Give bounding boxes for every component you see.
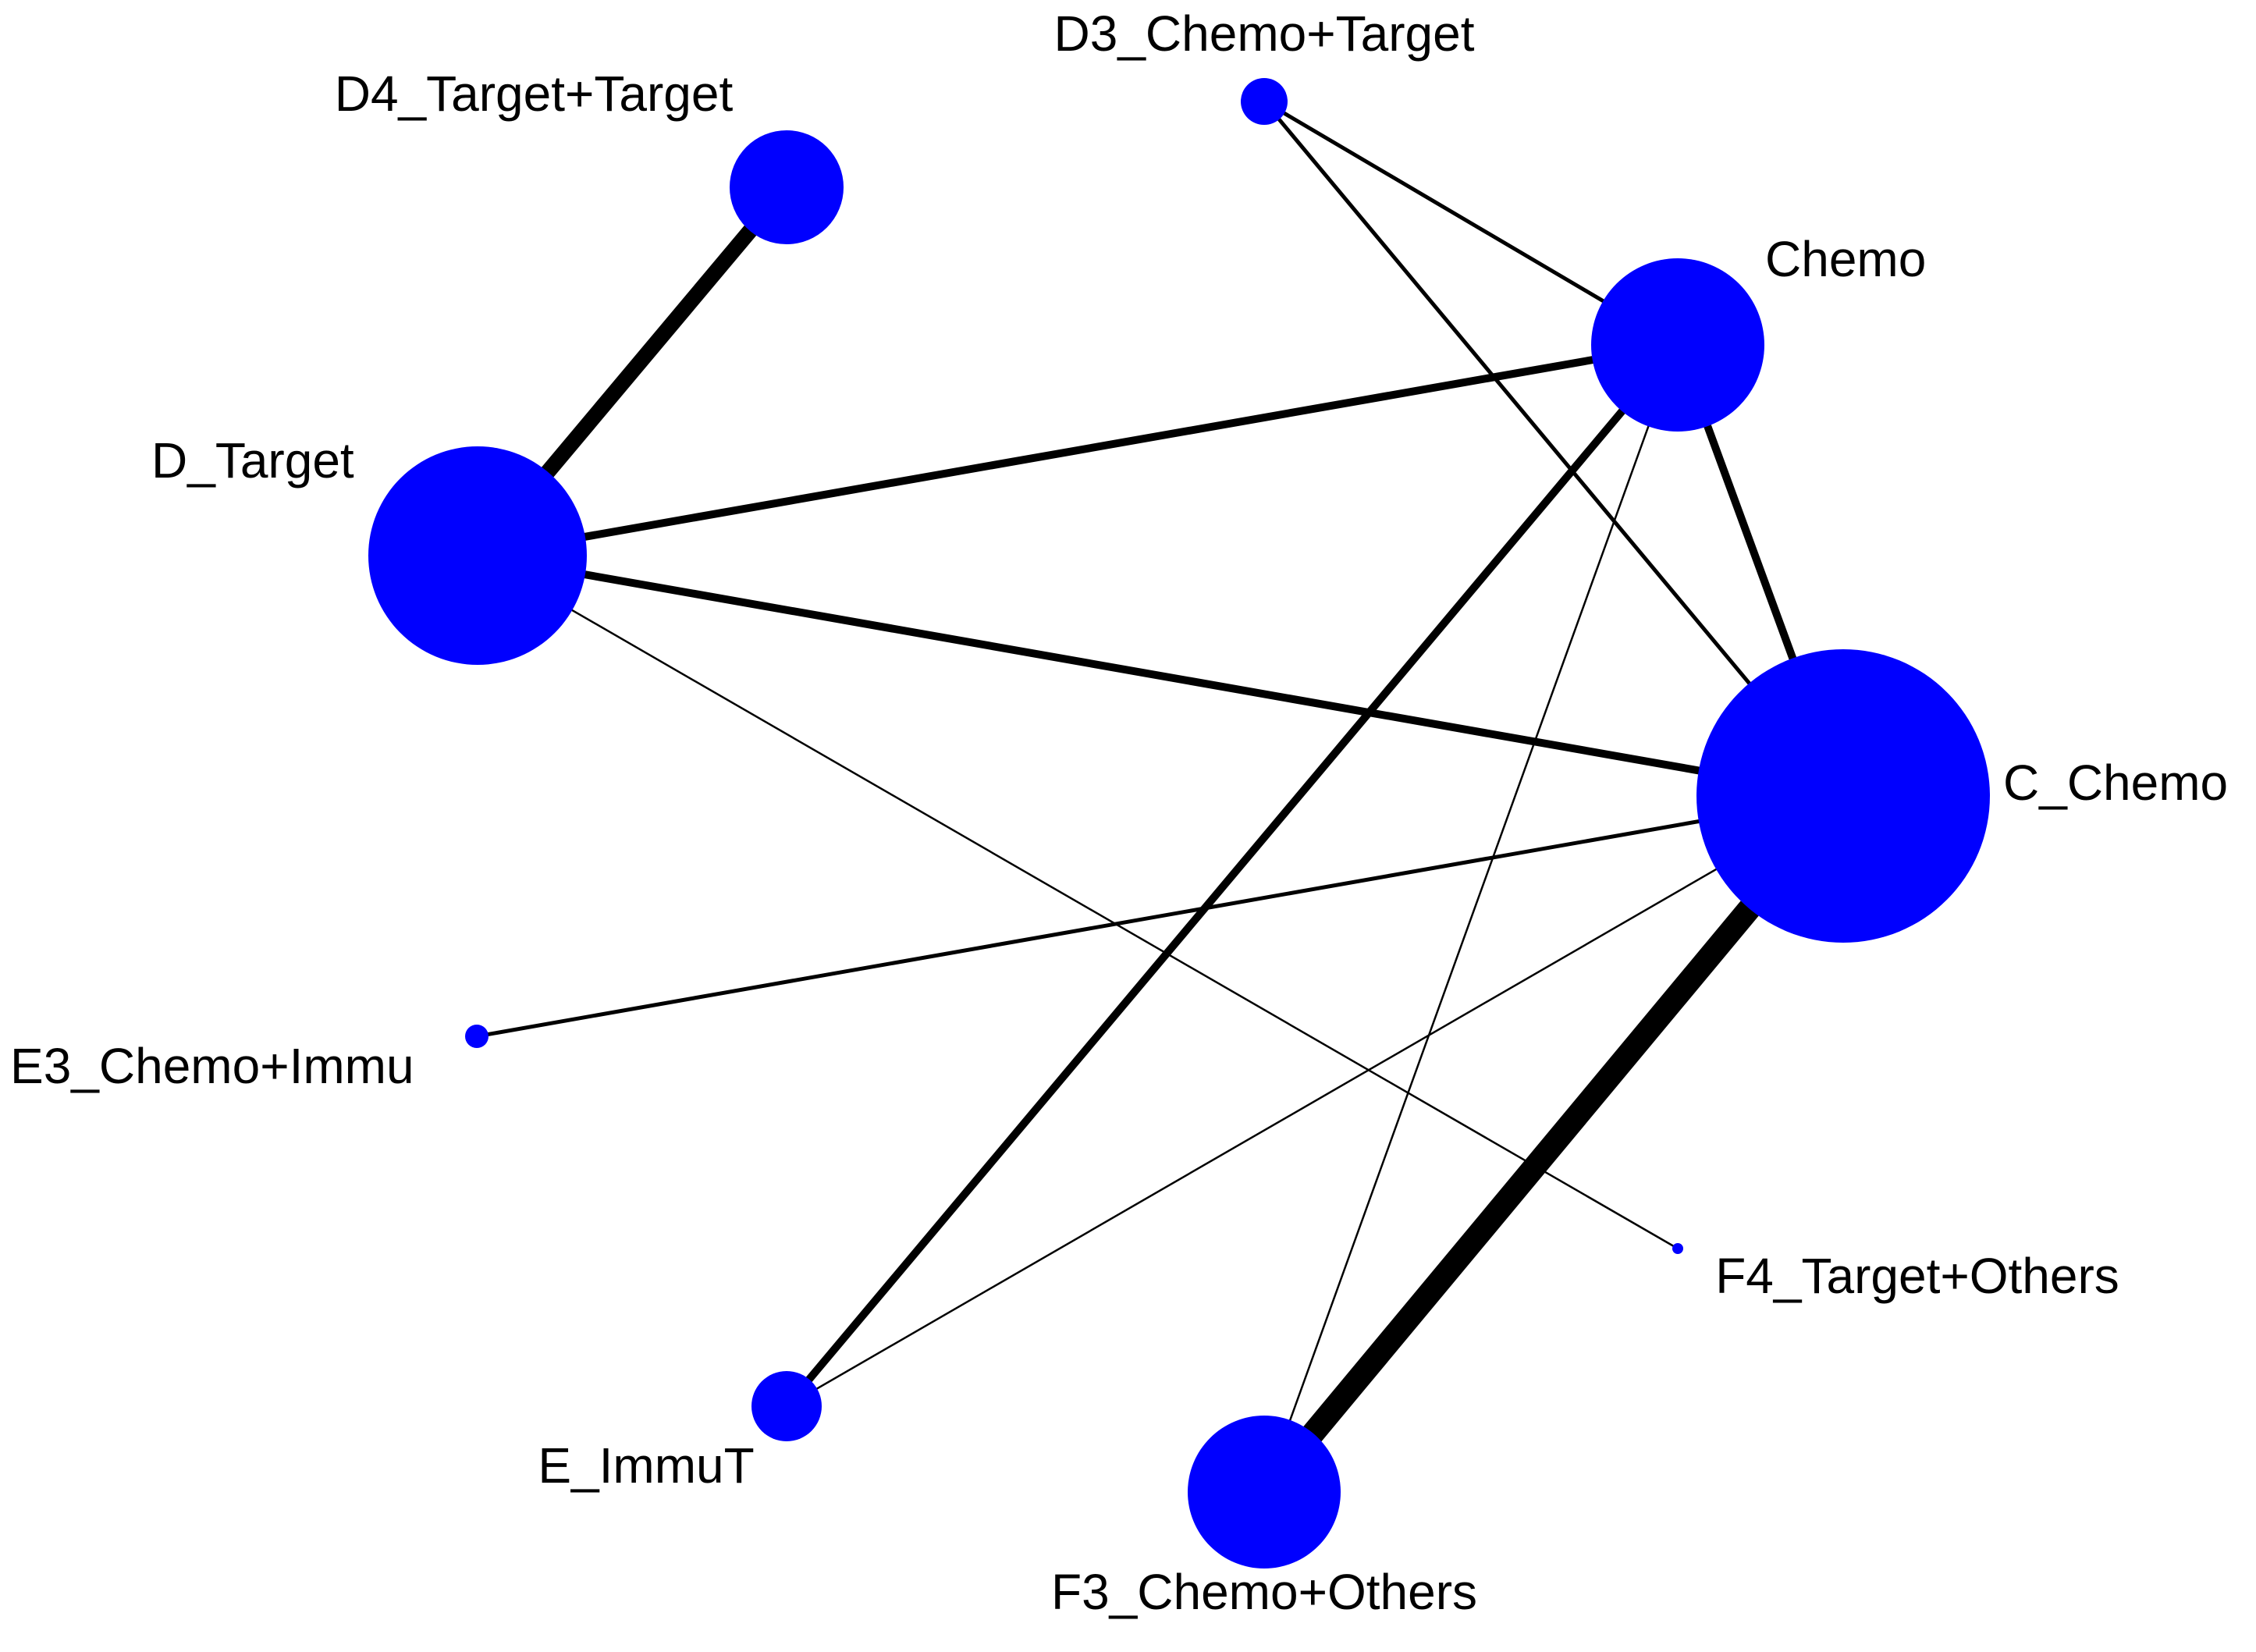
node-label-d4-target-target: D4_Target+Target	[335, 66, 734, 122]
edges-layer	[471, 99, 1853, 1500]
node-label-d3-chemo-target: D3_Chemo+Target	[1054, 5, 1475, 62]
edge-d3-chemo-target-to-c-chemo	[1263, 100, 1845, 798]
node-label-e-immut: E_ImmuT	[538, 1437, 754, 1494]
edge-chemo-to-e-immut	[783, 342, 1681, 1409]
nodes-layer	[368, 78, 1990, 1569]
node-label-c-chemo: C_Chemo	[2003, 755, 2228, 811]
node-c-chemo	[1696, 649, 1990, 943]
edge-d-target-to-chemo	[477, 341, 1679, 560]
node-label-chemo: Chemo	[1765, 231, 1926, 287]
edge-d-target-to-c-chemo	[477, 552, 1844, 800]
node-label-f3-chemo-others: F3_Chemo+Others	[1051, 1564, 1477, 1620]
node-e3-chemo-immu	[465, 1025, 489, 1048]
node-label-f4-target-others: F4_Target+Others	[1715, 1248, 2119, 1304]
node-d-target	[368, 446, 587, 665]
node-f3-chemo-others	[1188, 1416, 1341, 1569]
node-d4-target-target	[730, 130, 844, 244]
edge-chemo-to-f3-chemo-others	[1263, 344, 1679, 1493]
node-e-immut	[751, 1371, 822, 1441]
edge-c-chemo-to-e3-chemo-immu	[476, 794, 1844, 1039]
node-d3-chemo-target	[1241, 78, 1288, 125]
edge-c-chemo-to-f3-chemo-others	[1255, 788, 1853, 1500]
node-f4-target-others	[1672, 1243, 1683, 1254]
node-chemo	[1591, 258, 1764, 432]
node-label-e3-chemo-immu: E3_Chemo+Immu	[10, 1038, 414, 1094]
edge-d-target-to-f4-target-others	[477, 554, 1679, 1250]
node-label-d-target: D_Target	[151, 432, 354, 488]
edge-c-chemo-to-e-immut	[786, 794, 1844, 1408]
labels-layer: D3_Chemo+TargetD4_Target+TargetChemoD_Ta…	[10, 5, 2228, 1620]
